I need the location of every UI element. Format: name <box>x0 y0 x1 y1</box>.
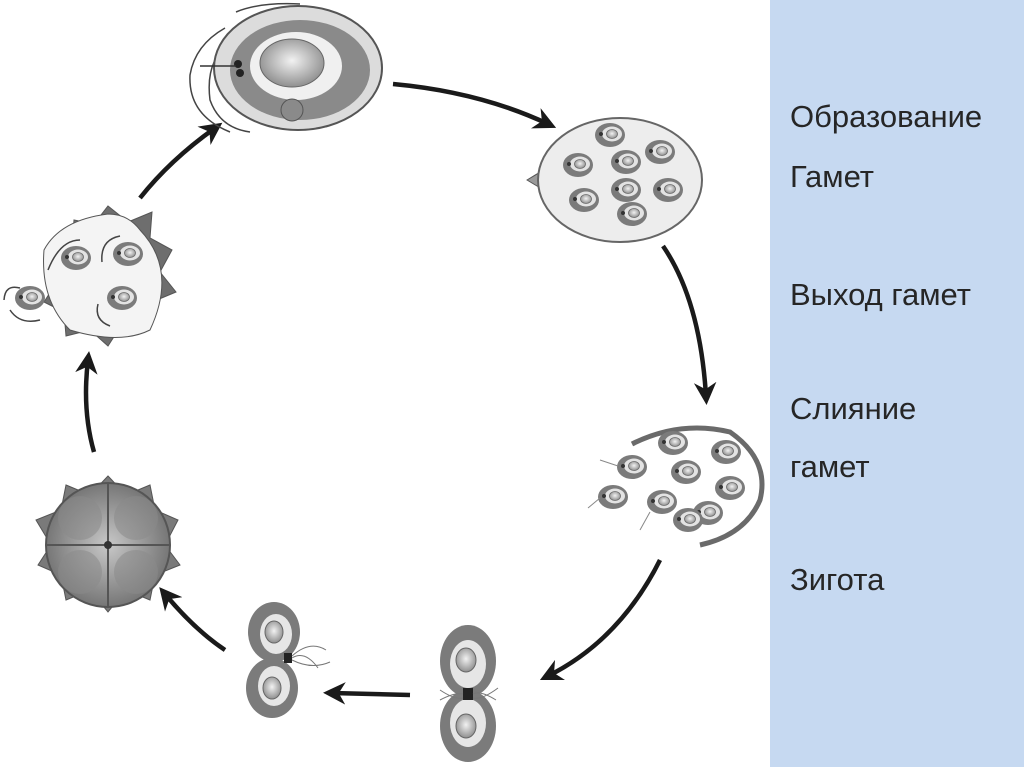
gametangium-icon <box>526 117 703 243</box>
germinating-zygote-icon <box>3 205 177 347</box>
zygote-icon <box>35 475 181 613</box>
arrow-7 <box>138 122 223 200</box>
arrow-5 <box>159 587 227 652</box>
gamete-pair-icon <box>439 625 499 762</box>
label-gamete-fusion-line2: гамет <box>790 449 870 484</box>
fusing-gametes-icon <box>246 602 331 718</box>
cycle-arrows <box>75 81 717 705</box>
label-gamete-formation-line2: Гамет <box>790 159 875 194</box>
label-gamete-release: Выход гамет <box>790 277 971 312</box>
label-gamete-fusion-line1: Слияние <box>790 391 917 426</box>
life-cycle-diagram <box>3 2 765 762</box>
label-gamete-formation-line1: Образование <box>790 99 983 134</box>
arrow-4 <box>323 682 411 705</box>
label-zygote: Зигота <box>790 562 885 597</box>
arrow-1 <box>392 81 557 129</box>
gamete-release-icon <box>587 425 765 548</box>
stage-labels-panel: Образование Гамет Выход гамет Слияние га… <box>768 0 1024 767</box>
arrow-6 <box>75 351 98 453</box>
mature-cell-icon <box>189 2 383 133</box>
arrow-2 <box>661 244 717 405</box>
arrow-3 <box>539 558 663 681</box>
